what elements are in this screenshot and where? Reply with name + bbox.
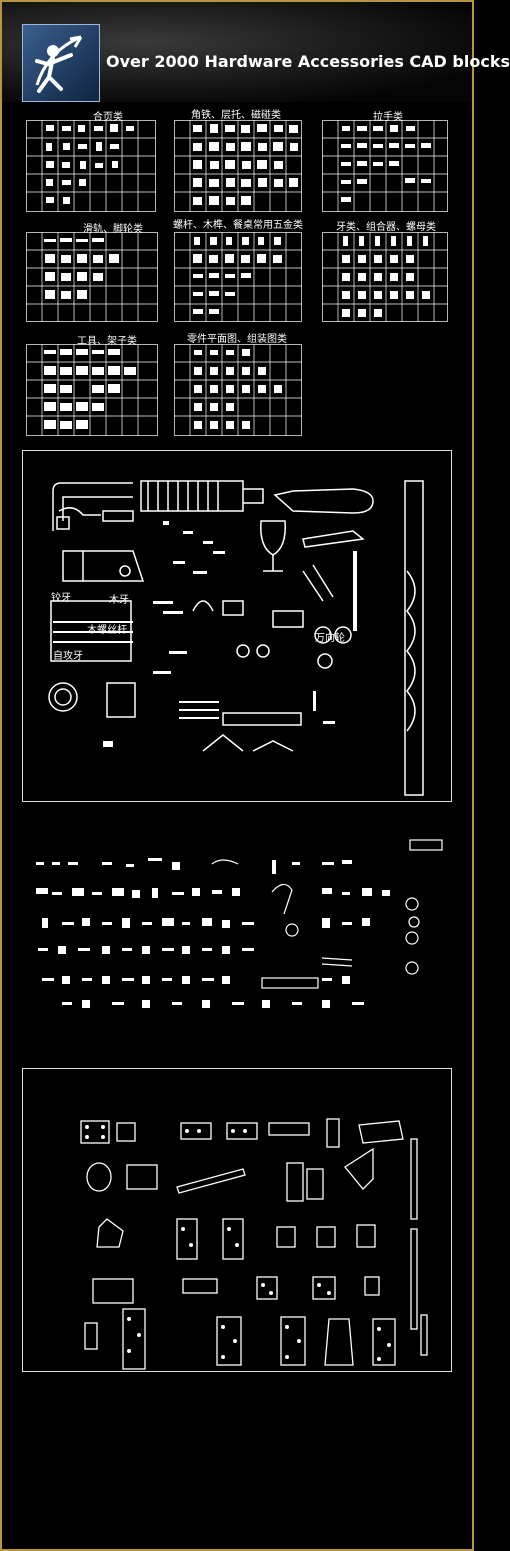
cad-label-thread: 铰牙: [51, 593, 71, 604]
cad-label-self-tapping: 自攻牙: [53, 651, 83, 662]
hinges-grid: [26, 120, 156, 212]
handles-grid: [322, 120, 448, 212]
cad-drawing-small-parts-art: [36, 839, 443, 1008]
category-label-slides: 滑轨、脚轮类: [83, 224, 143, 235]
assembly-grid: [174, 344, 302, 436]
brackets-grid: [174, 120, 302, 212]
category-label-tools: 工具、架子类: [77, 336, 137, 347]
cad-drawing-hinges-art: [80, 1118, 428, 1370]
category-label-assembly: 零件平面图、组装图类: [187, 334, 287, 345]
tools-grid: [26, 344, 158, 436]
screws-grid: [174, 232, 302, 322]
cad-label-caster: 万向轮: [315, 633, 345, 644]
cad-drawing-hinges: [22, 1068, 452, 1372]
category-label-nuts: 牙类、组合器、螺母类: [336, 222, 436, 233]
nuts-grid: [322, 232, 448, 322]
cad-label-wood-thread: 木牙: [109, 595, 129, 606]
cad-drawing-small-parts: [22, 818, 450, 1040]
slides-grid: [26, 232, 158, 322]
category-label-screws: 螺杆、木榫、餐桌常用五金类: [173, 220, 303, 231]
category-label-brackets: 角铁、层托、磁碰类: [191, 110, 281, 121]
header-banner: Over 2000 Hardware Accessories CAD block…: [2, 2, 510, 102]
cad-drawing-hardware: 万向轮 铰牙 木牙 木螺丝杆 自攻牙: [22, 450, 452, 802]
cad-drawing-hardware-art: [48, 480, 424, 796]
cad-label-wood-screw-rod: 木螺丝杆: [87, 625, 127, 636]
category-label-handles: 拉手类: [373, 112, 403, 123]
category-label-hinges: 合页类: [93, 112, 123, 123]
archer-logo-icon: [22, 24, 100, 102]
page-title: Over 2000 Hardware Accessories CAD block…: [106, 52, 510, 71]
